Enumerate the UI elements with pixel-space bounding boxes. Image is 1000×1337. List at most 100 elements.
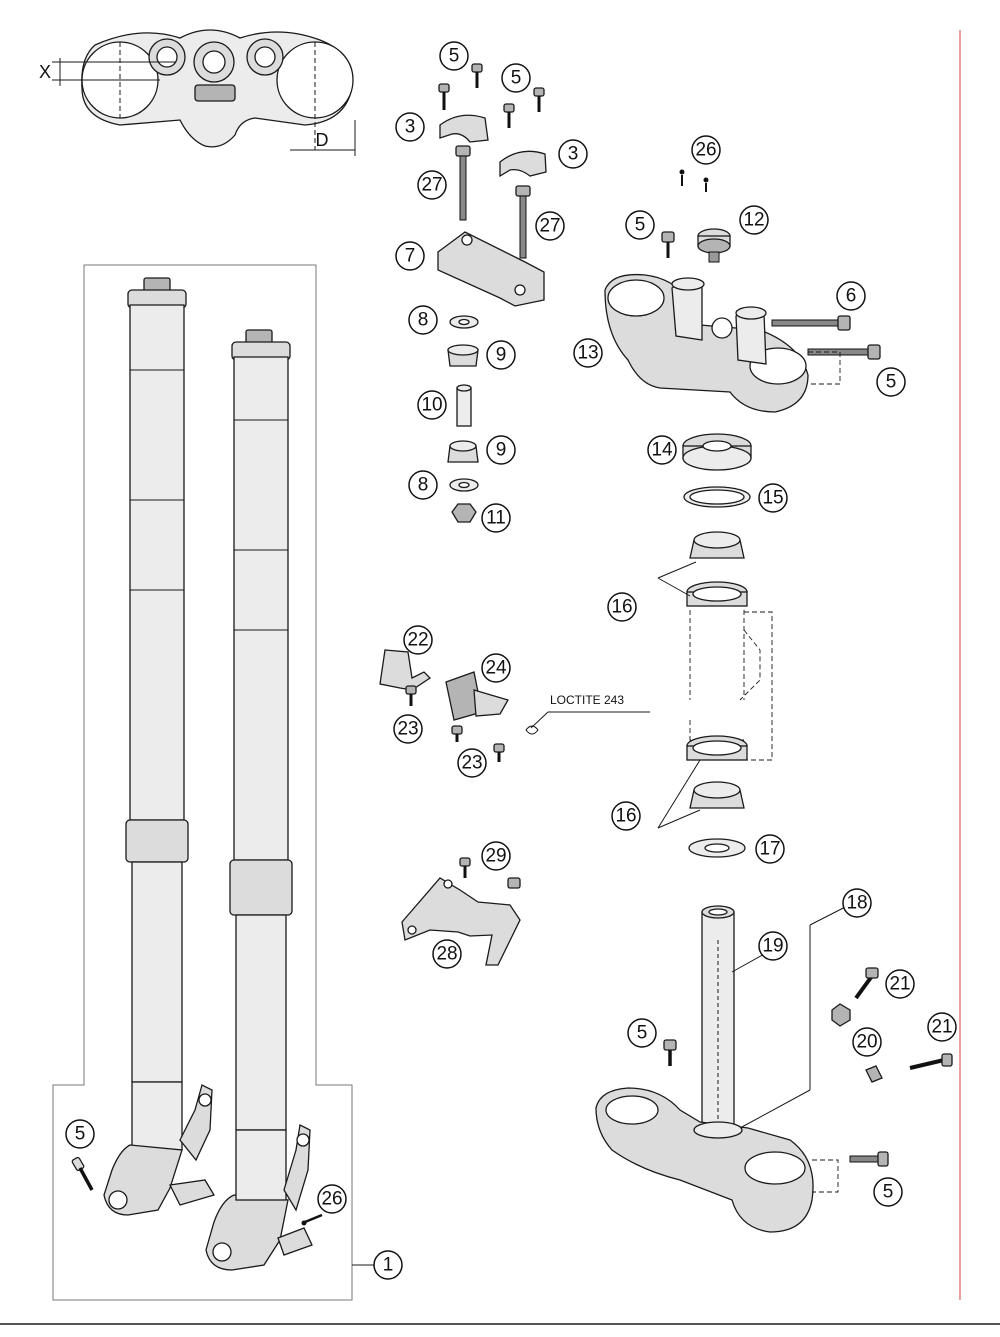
callout-label: 23 — [397, 719, 418, 740]
callout-18: 18 — [842, 888, 872, 918]
callout-5: 5 — [439, 41, 469, 71]
callout-label: 3 — [405, 117, 416, 138]
triple-clamp-top-view: X D — [39, 29, 356, 156]
callout-20: 20 — [852, 1027, 882, 1057]
callout-21: 21 — [885, 969, 915, 999]
callout-label: 1 — [383, 1255, 394, 1276]
callout-label: 5 — [886, 372, 897, 393]
lower-clamp-fasteners — [663, 967, 953, 1193]
callout-6: 6 — [836, 281, 866, 311]
callout-label: 3 — [568, 144, 579, 165]
fork-clamp-bolt — [71, 1156, 94, 1191]
callout-17: 17 — [755, 834, 785, 864]
callout-26: 26 — [691, 135, 721, 165]
callout-5: 5 — [65, 1119, 95, 1149]
callout-21: 21 — [927, 1012, 957, 1042]
callout-15: 15 — [758, 483, 788, 513]
callout-22: 22 — [403, 625, 433, 655]
lower-triple-clamp — [595, 905, 814, 1233]
handlebar-clamp-upper-left — [439, 114, 489, 143]
callout-5: 5 — [625, 210, 655, 240]
handlebar-clamp-bolts — [438, 63, 545, 128]
callout-label: 26 — [321, 1189, 342, 1210]
callout-label: 7 — [405, 246, 416, 267]
callout-label: 27 — [539, 216, 560, 237]
upper-triple-clamp — [604, 273, 809, 413]
callout-5: 5 — [873, 1177, 903, 1207]
callout-label: 14 — [651, 440, 673, 461]
callout-23: 23 — [393, 714, 423, 744]
callout-27: 27 — [417, 170, 447, 200]
callout-12: 12 — [739, 205, 769, 235]
rubber-damper-stack — [447, 315, 479, 523]
callout-28: 28 — [432, 939, 462, 969]
callout-label: 23 — [461, 753, 482, 774]
bearing-stack — [682, 433, 773, 858]
callout-label: 15 — [762, 488, 783, 509]
callout-8: 8 — [408, 305, 438, 335]
callout-group: 5 5 3 3 27 27 7 8 9 10 9 8 11 26 5 12 6 … — [65, 41, 957, 1280]
callout-1: 1 — [373, 1250, 403, 1280]
steering-nut — [697, 228, 731, 263]
callout-29: 29 — [481, 841, 511, 871]
callout-label: 5 — [75, 1124, 86, 1145]
callout-label: 29 — [485, 846, 506, 867]
callout-label: 5 — [511, 68, 522, 89]
headlight-bracket — [401, 857, 521, 966]
callout-5: 5 — [627, 1018, 657, 1048]
callout-8: 8 — [408, 470, 438, 500]
callout-label: 5 — [637, 1023, 648, 1044]
callout-label: 5 — [449, 46, 460, 67]
callout-label: 26 — [695, 140, 716, 161]
left-fork-leg — [103, 277, 215, 1216]
loctite-note: LOCTITE 243 — [530, 693, 650, 729]
clamp-screw-top — [661, 231, 675, 258]
callout-9: 9 — [486, 435, 516, 465]
callout-3: 3 — [558, 139, 588, 169]
right-fork-leg — [205, 329, 313, 1271]
fork-pin — [301, 1213, 323, 1226]
callout-label: 27 — [421, 175, 442, 196]
callout-label: 16 — [611, 597, 632, 618]
callout-label: 21 — [889, 974, 910, 995]
callout-label: 13 — [577, 343, 598, 364]
handlebar-clamp-upper-right — [499, 150, 547, 178]
callout-label: 18 — [846, 893, 867, 914]
callout-26: 26 — [317, 1184, 347, 1214]
callout-label: 17 — [759, 839, 780, 860]
callout-label: 8 — [418, 310, 429, 331]
callout-3: 3 — [395, 112, 425, 142]
callout-11: 11 — [481, 503, 511, 533]
callout-label: 5 — [635, 215, 646, 236]
callout-label: 6 — [846, 286, 857, 307]
callout-label: 28 — [436, 944, 457, 965]
callout-9: 9 — [486, 340, 516, 370]
mount-bracket-right — [445, 671, 539, 762]
upper-clamp-bolts — [771, 315, 881, 385]
callout-label: 21 — [931, 1017, 952, 1038]
callout-label: 16 — [615, 806, 636, 827]
small-screws — [679, 169, 709, 192]
callout-5: 5 — [876, 367, 906, 397]
loctite-label: LOCTITE 243 — [550, 693, 624, 707]
mount-bracket-left — [379, 649, 432, 706]
callout-label: 9 — [496, 440, 507, 461]
callout-label: 5 — [883, 1182, 894, 1203]
callout-10: 10 — [417, 390, 447, 420]
callout-24: 24 — [481, 653, 511, 683]
callout-label: 12 — [743, 210, 764, 231]
callout-label: 20 — [856, 1032, 877, 1053]
callout-label: 19 — [762, 936, 783, 957]
callout-label: 10 — [421, 395, 442, 416]
long-clamp-bolts — [455, 145, 531, 259]
callout-13: 13 — [573, 338, 603, 368]
callout-14: 14 — [647, 435, 677, 465]
dimension-x-label: X — [39, 62, 51, 82]
callout-5: 5 — [501, 63, 531, 93]
fork-assembly-frame — [52, 264, 353, 1301]
leader-lines — [352, 561, 856, 1266]
callout-label: 11 — [486, 508, 506, 529]
callout-27: 27 — [535, 211, 565, 241]
callout-label: 24 — [485, 658, 507, 679]
